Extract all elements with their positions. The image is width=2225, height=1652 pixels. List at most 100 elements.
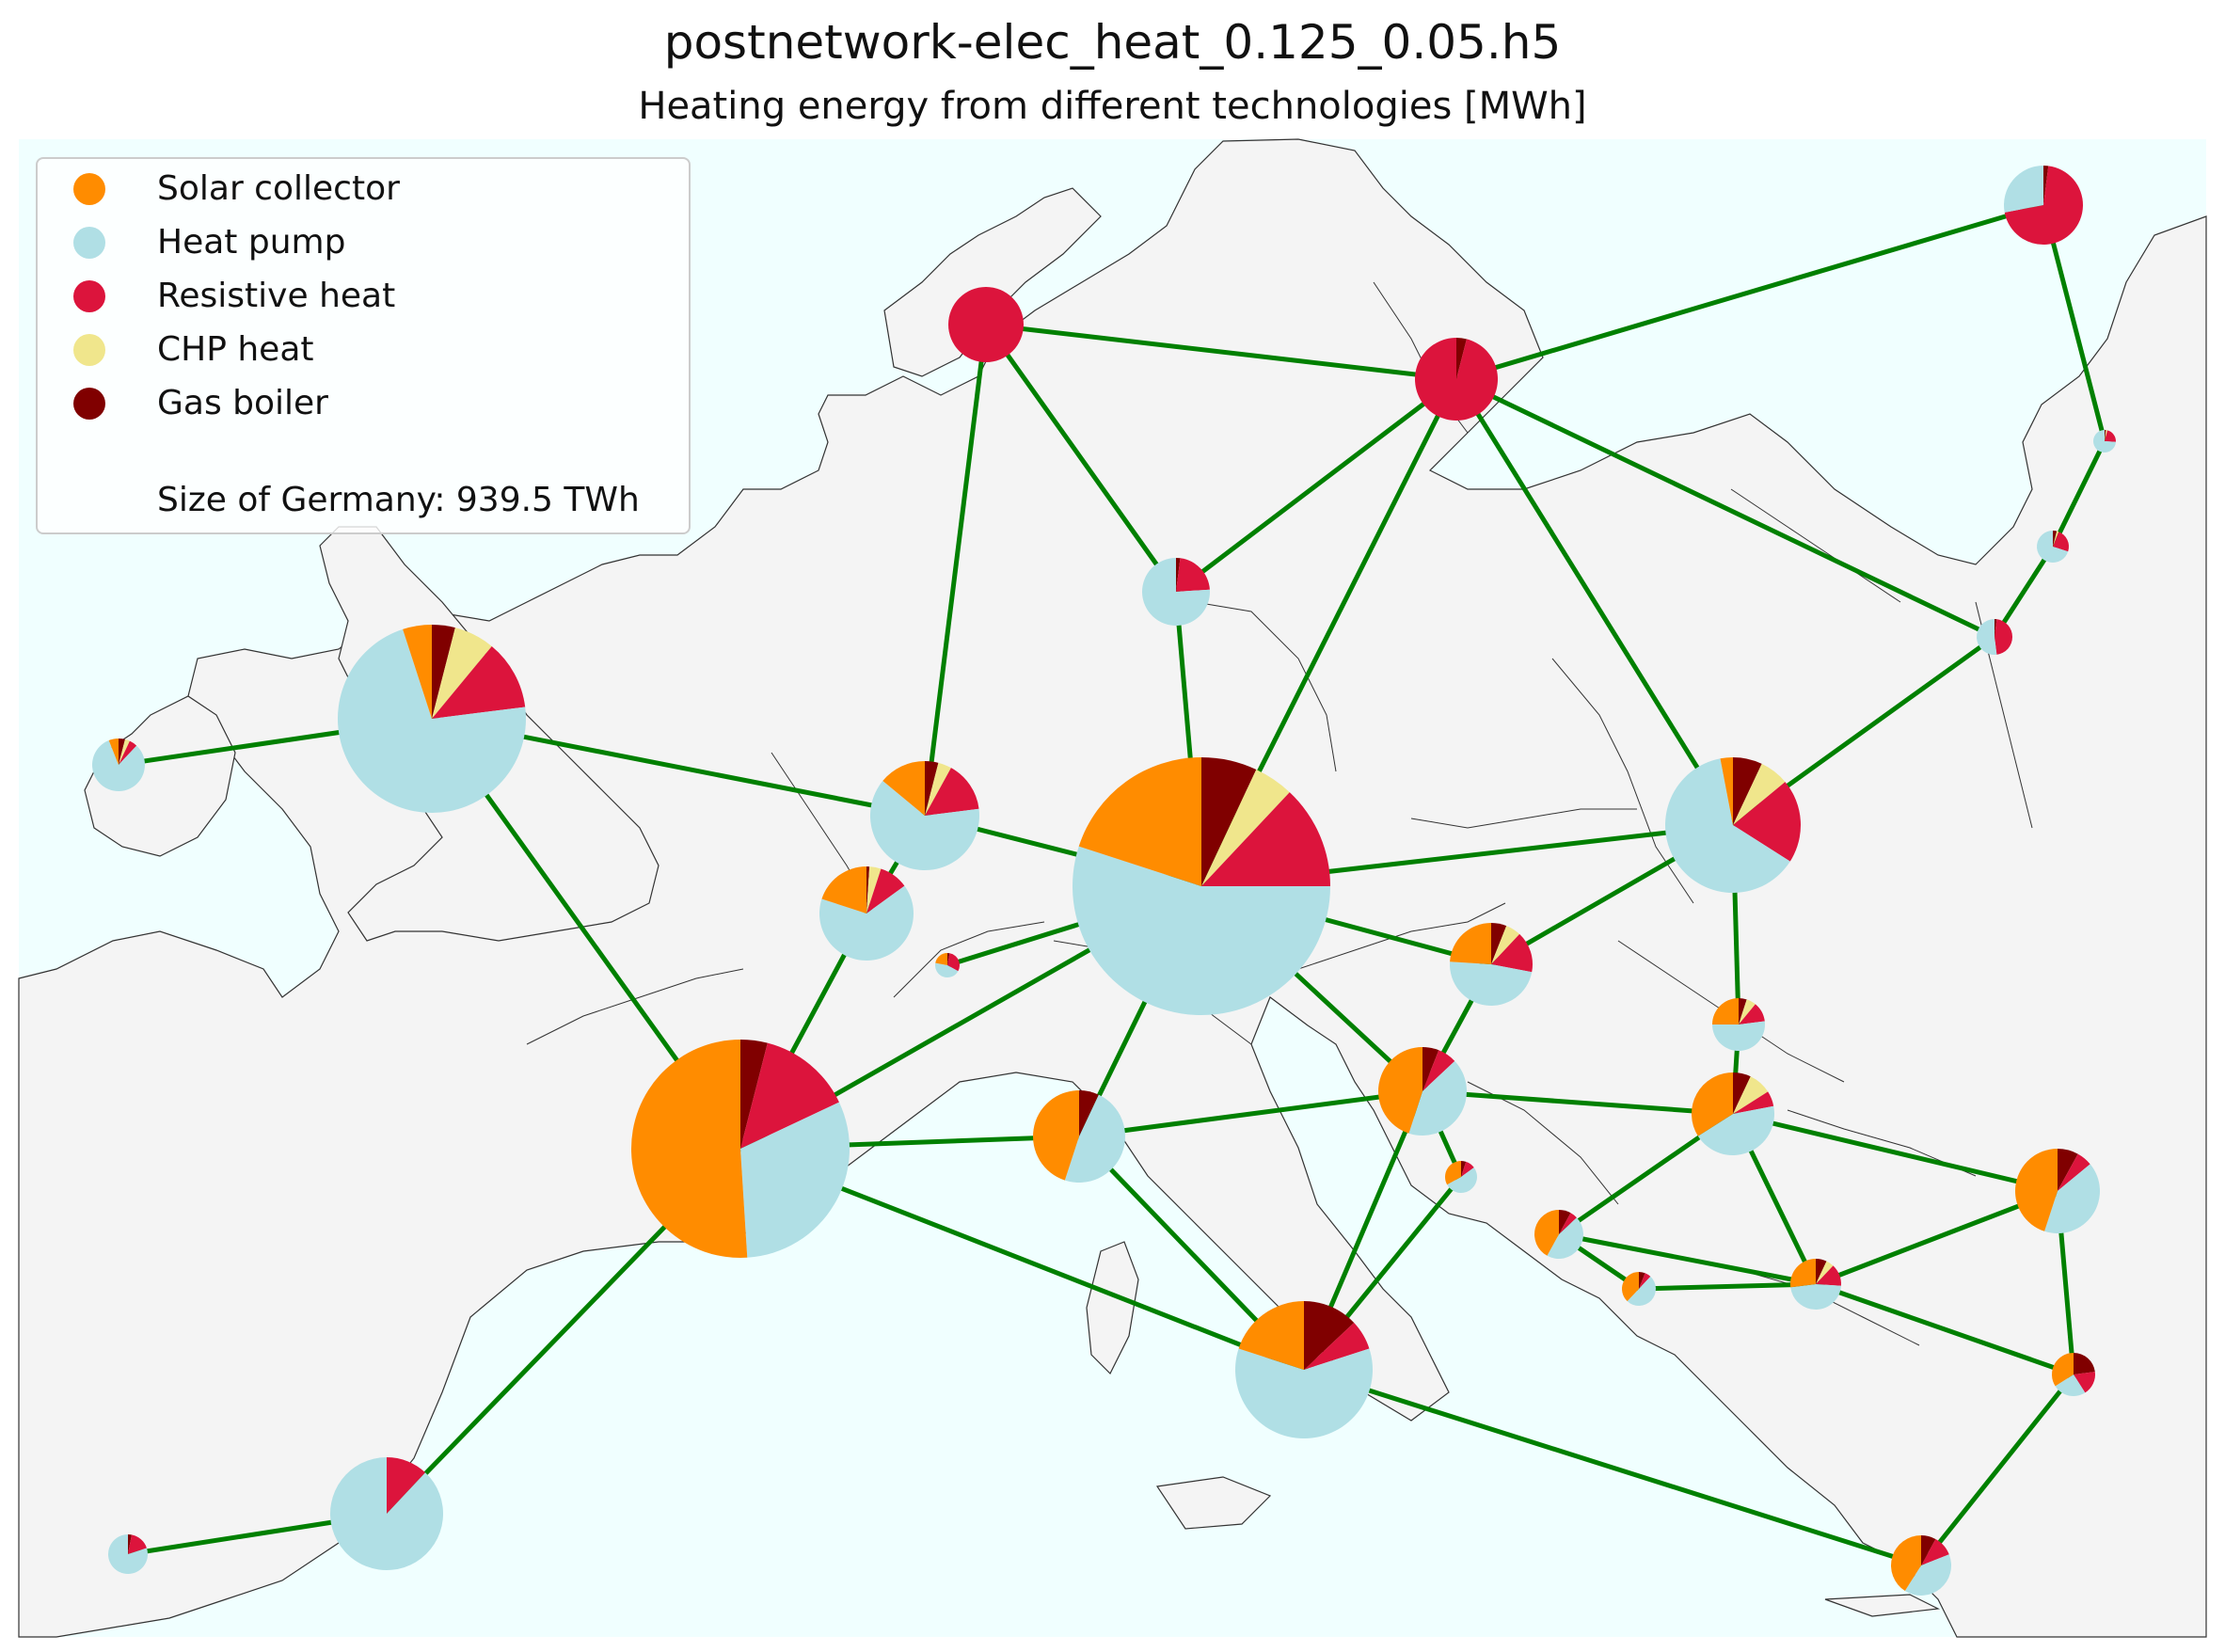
- transmission-line-rs-bg: [1815, 1281, 2074, 1377]
- pie-slice-heat-pump: [1665, 758, 1790, 893]
- pie-slice-resistive-heat: [1733, 782, 1802, 862]
- pie-slice-resistive-heat: [119, 740, 137, 765]
- pie-bg: [2052, 1353, 2095, 1396]
- pie-slice-solar-collector: [1078, 757, 1201, 886]
- pie-slice-solar-collector: [1534, 1210, 1559, 1256]
- pie-slice-heat-pump: [2004, 166, 2043, 213]
- pie-no: [948, 287, 1024, 362]
- country-border: [1740, 1269, 1920, 1346]
- legend-label-gas-boiler: Gas boiler: [157, 384, 328, 422]
- pie-slice-resistive-heat: [2074, 1372, 2095, 1393]
- pie-slice-gas-boiler: [1559, 1210, 1571, 1234]
- pie-hr: [1534, 1210, 1584, 1259]
- pie-slice-solar-collector: [1032, 1090, 1079, 1181]
- pie-fr: [631, 1040, 850, 1258]
- transmission-line-se-lt: [1454, 376, 1996, 640]
- pie-slice-gas-boiler: [925, 761, 939, 816]
- pie-de: [1073, 757, 1330, 1015]
- legend-label-resistive-heat: Resistive heat: [157, 277, 396, 315]
- pie-slice-resistive-heat: [2105, 430, 2116, 442]
- pie-lu: [935, 953, 960, 977]
- pie-slice-chp-heat: [1733, 763, 1786, 825]
- pie-slice-chp-heat: [1491, 926, 1520, 964]
- pie-uk: [338, 625, 527, 813]
- pie-slice-resistive-heat: [1733, 1091, 1774, 1114]
- pie-slice-chp-heat: [1816, 1261, 1834, 1284]
- pie-at: [1377, 1047, 1467, 1136]
- pie-slice-heat-pump: [1447, 1168, 1477, 1193]
- transmission-line-ee-lv: [2050, 439, 2107, 548]
- pie-slice-gas-boiler: [432, 625, 455, 719]
- pie-slice-gas-boiler: [947, 953, 950, 965]
- pie-slice-gas-boiler: [2043, 166, 2049, 205]
- transmission-line-hu-ro: [1732, 1111, 2058, 1194]
- pie-nl: [870, 761, 979, 871]
- pie-slice-heat-pump: [1976, 619, 1997, 656]
- pie-slice-heat-pump: [1712, 1021, 1765, 1051]
- pie-slice-heat-pump: [2093, 430, 2116, 453]
- pie-slice-chp-heat: [2053, 531, 2059, 547]
- pie-slice-resistive-heat: [1304, 1323, 1370, 1370]
- pie-lv: [2037, 531, 2069, 563]
- transmission-line-no-dk: [983, 323, 1179, 594]
- country-border: [1194, 601, 1337, 772]
- pie-slice-solar-collector: [1238, 1301, 1304, 1370]
- pie-hu: [1692, 1072, 1774, 1155]
- transmission-line-se-pl: [1454, 377, 1736, 827]
- pie-slice-gas-boiler: [1921, 1535, 1936, 1565]
- map-title: postnetwork-elec_heat_0.125_0.05.h5: [663, 15, 1562, 70]
- transmission-line-no-nl: [922, 324, 989, 817]
- transmission-line-se-fi: [1455, 202, 2044, 382]
- pie-slice-resistive-heat: [948, 287, 1024, 362]
- pie-slice-gas-boiler: [1639, 1272, 1645, 1289]
- pie-slice-resistive-heat: [1461, 1161, 1474, 1177]
- pie-slice-gas-boiler: [1304, 1301, 1355, 1370]
- pie-slice-heat-pump: [108, 1534, 149, 1575]
- pie-slice-gas-boiler: [1733, 1072, 1751, 1114]
- pie-slice-gas-boiler: [2074, 1353, 2095, 1374]
- pie-slice-heat-pump: [935, 962, 959, 977]
- pie-ie: [91, 739, 145, 791]
- pie-slice-solar-collector: [1445, 1161, 1461, 1185]
- pie-slice-heat-pump: [870, 781, 979, 871]
- legend-size-note-text: Size of Germany: 939.5 TWh: [157, 481, 640, 519]
- pie-slice-chp-heat: [432, 627, 492, 719]
- pie-ee: [2093, 430, 2116, 453]
- pie-slice-gas-boiler: [2058, 1149, 2078, 1191]
- pie-slice-heat-pump: [1064, 1094, 1126, 1183]
- pie-fi: [2004, 166, 2084, 245]
- pie-slice-resistive-heat: [866, 868, 905, 913]
- pie-gr: [1891, 1535, 1951, 1596]
- pie-slice-gas-boiler: [1491, 923, 1507, 964]
- pie-slice-gas-boiler: [866, 866, 870, 913]
- pie-se: [1415, 338, 1499, 421]
- pie-slice-chp-heat: [119, 739, 130, 765]
- pie-slice-heat-pump: [818, 885, 914, 961]
- solar-collector-marker: [73, 173, 105, 205]
- pie-slice-gas-boiler: [1733, 757, 1762, 825]
- legend-label-solar-collector: Solar collector: [157, 169, 400, 208]
- pie-slice-heat-pump: [1235, 1348, 1373, 1438]
- pie-slice-solar-collector: [631, 1040, 748, 1258]
- transmission-line-hr-rs: [1558, 1231, 1817, 1287]
- country-border: [893, 921, 1045, 998]
- pie-slice-solar-collector: [1891, 1535, 1921, 1592]
- pie-dk: [1142, 558, 1210, 626]
- pie-slice-resistive-heat: [1176, 558, 1210, 592]
- pie-slice-heat-pump: [338, 628, 527, 813]
- pie-cz: [1450, 923, 1533, 1006]
- pie-slice-solar-collector: [882, 761, 925, 816]
- pie-pl: [1665, 757, 1802, 893]
- pie-slice-heat-pump: [2044, 1164, 2100, 1233]
- pie-slice-gas-boiler: [1176, 558, 1181, 592]
- pie-slice-resistive-heat: [1201, 792, 1330, 886]
- pie-slice-gas-boiler: [2053, 531, 2058, 547]
- legend-label-chp-heat: CHP heat: [157, 330, 314, 369]
- transmission-line-rs-ro: [1815, 1188, 2058, 1287]
- pie-slice-heat-pump: [2037, 531, 2069, 563]
- pie-slice-resistive-heat: [925, 768, 979, 816]
- pie-slice-resistive-heat: [1415, 338, 1499, 421]
- pie-slice-resistive-heat: [740, 1042, 839, 1149]
- transmission-line-bg-gr: [1919, 1373, 2075, 1567]
